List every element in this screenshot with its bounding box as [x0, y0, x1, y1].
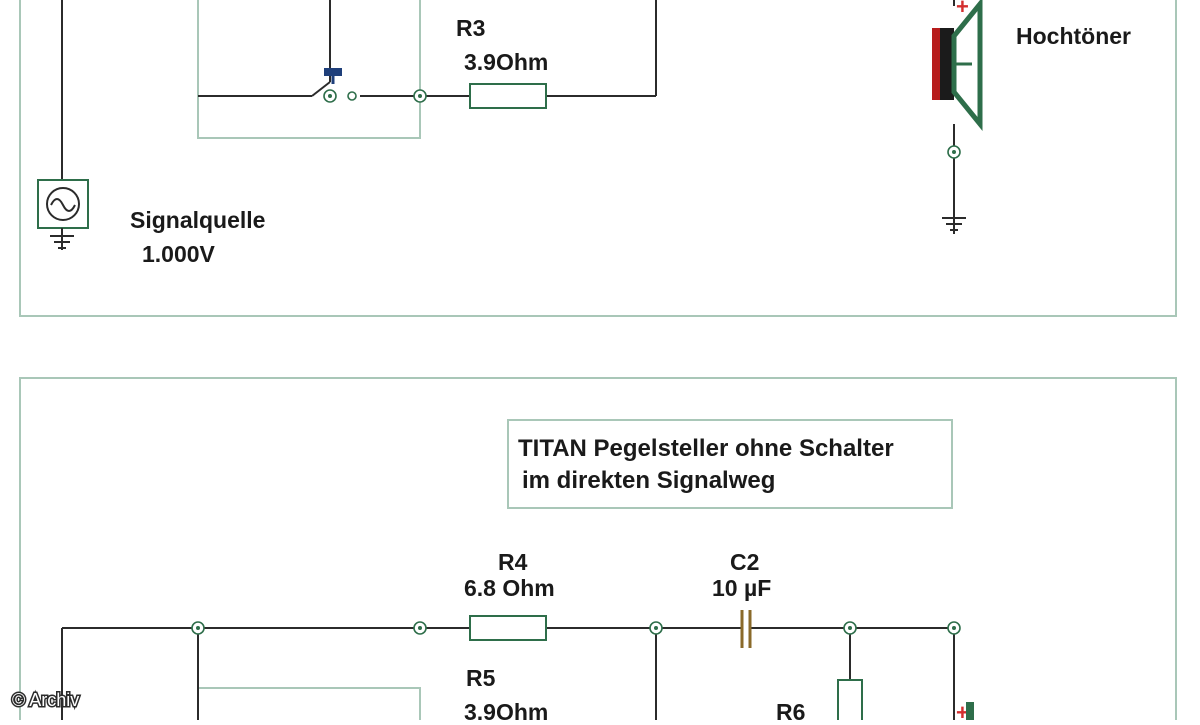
- tweeter-plus-sign-bottom: +: [956, 700, 969, 720]
- resistor-r6-icon: [837, 679, 863, 725]
- bottom-nodes: [191, 621, 961, 635]
- capacitor-c2-name: C2: [730, 549, 759, 575]
- ground-icon-tweeter: [942, 217, 966, 234]
- switch-contact: [311, 81, 331, 97]
- bottom-panel-frame: [19, 377, 1177, 720]
- tweeter-label: Hochtöner: [1016, 23, 1131, 49]
- title-box-frame: [507, 419, 953, 509]
- resistor-r3-value: 3.9Ohm: [464, 49, 548, 75]
- top-switch-box: [197, 0, 421, 139]
- resistor-r5-value: 3.9Ohm: [464, 699, 548, 720]
- switch-cap-icon: [324, 68, 342, 76]
- resistor-r3: R3 3.9Ohm: [456, 15, 548, 109]
- tweeter-speaker: +: [932, 0, 983, 132]
- top-circuit-panel: R3 3.9Ohm + Hochtöner: [19, 0, 1177, 317]
- signal-source-value: 1.000V: [142, 241, 216, 267]
- top-panel-frame: [19, 0, 1177, 317]
- tweeter-plus-sign: +: [956, 0, 969, 19]
- resistor-r4-value: 6.8 Ohm: [464, 575, 555, 601]
- speaker-cone-edge-icon: [966, 702, 974, 720]
- resistor-r5-name: R5: [466, 665, 496, 691]
- capacitor-c2: C2 10 µF: [712, 549, 771, 648]
- bottom-title-box: TITAN Pegelsteller ohne Schalter im dire…: [507, 419, 953, 509]
- pushbutton-switch: [323, 68, 357, 103]
- sine-wave-icon: [50, 198, 76, 212]
- title-line-1: TITAN Pegelsteller ohne Schalter: [518, 435, 894, 462]
- title-line-2: im direkten Signalweg: [522, 467, 775, 494]
- resistor-r6: R6: [776, 679, 863, 725]
- resistor-r3-icon: [469, 83, 547, 109]
- bottom-inner-box: [197, 687, 421, 720]
- signal-source-label: Signalquelle: [130, 207, 265, 233]
- resistor-r4-name: R4: [498, 549, 528, 575]
- resistor-r4: R4 6.8 Ohm: [464, 549, 555, 641]
- capacitor-c2-value: 10 µF: [712, 575, 771, 601]
- bottom-circuit-panel: TITAN Pegelsteller ohne Schalter im dire…: [19, 377, 1177, 725]
- resistor-r4-icon: [469, 615, 547, 641]
- resistor-r3-name: R3: [456, 15, 485, 41]
- credit-text: © Archiv: [12, 690, 79, 710]
- resistor-r6-name: R6: [776, 699, 805, 720]
- ground-icon-source: [50, 228, 74, 250]
- switch-node-right: [347, 91, 357, 101]
- archive-credit: © Archiv: [11, 689, 81, 712]
- signal-source: [37, 179, 89, 250]
